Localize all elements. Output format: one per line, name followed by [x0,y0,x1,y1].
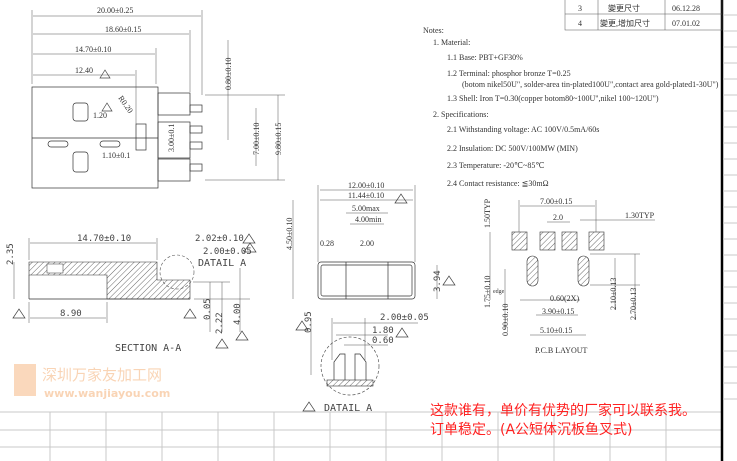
dim-label: R0.20 [116,94,134,115]
note-line: 2.1 Withstanding voltage: AC 100V/0.5mA/… [447,125,599,134]
dim-label: 7.00±0.15 [540,197,572,206]
note-line: 2.4 Contact resistance: ≦30mΩ [447,179,549,188]
notes-title: Notes: [423,26,444,35]
comment-line-2: 订单稳定。(A公短体沉板鱼叉式) [430,421,633,438]
dim-label: 0.80±0.10 [224,58,233,90]
dim-label: 1.75±0.10 [483,276,492,308]
triangle-icon [302,401,316,412]
top-view: 20.00±0.25 18.60±0.15 14.70±0.10 12.40 R… [31,6,285,189]
note-line: 1.2 Terminal: phosphor bronze T=0.25 [447,69,571,78]
pcb-title: P.C.B LAYOUT [535,346,587,355]
note-line: 2.3 Temperature: -20℃~85℃ [447,161,544,170]
triangle-icon [394,193,408,204]
pcb-layout: 7.00±0.15 2.0 1.30TYP 1.50TYP 1.75±0.10 … [483,197,655,355]
front-view: 12.00±0.10 11.44±0.10 5.00max 4.00min 0.… [285,181,443,300]
notes: Notes: 1. Material: 1.1 Base: PBT+GF30% … [423,26,719,188]
triangle-icon [395,327,409,338]
dim-label: 0.90±0.10 [501,304,510,336]
rev-no: 4 [578,19,582,28]
rev-date: 06.12.28 [672,4,700,13]
dim-label: 0.28 [320,239,334,248]
triangle-icon [183,308,197,319]
dim-label: 1.30TYP [625,211,655,220]
comment-line-1: 这款谁有，单价有优势的厂家可以联系我。 [430,402,696,419]
dim-label: edge [493,289,505,295]
note-line: 2.2 Insulation: DC 500V/100MW (MIN) [447,144,578,153]
dim-label: 4.50±0.10 [285,218,294,250]
note-line: 1.1 Base: PBT+GF30% [447,53,523,62]
dim-label: 2.70±0.13 [629,288,638,320]
triangle-icon [243,242,257,253]
rev-desc: 變更尺寸 [608,3,640,13]
dim-label: 1.80 [372,326,394,336]
triangle-icon [12,308,26,319]
note-line: (botom nikel50U", solder-area tin-plated… [462,80,719,89]
dim-label: 5.00max [352,204,380,213]
dim-label: 2.00 [360,239,374,248]
dim-label: 0.95 [304,311,314,333]
dim-label: 0.05 [203,298,213,320]
note-line: 2. Specifications: [433,110,489,119]
dim-label: 14.70±0.10 [77,234,131,244]
dim-label: 12.00±0.10 [348,181,384,190]
section-title: SECTION A-A [115,343,181,354]
triangle-icon [235,330,249,341]
dim-label: 18.60±0.15 [105,25,141,34]
dim-label: 4.00min [355,215,381,224]
dim-label: 3.90±0.15 [542,307,574,316]
dim-label: 12.40 [75,66,93,75]
revision-triangle-icons [12,69,456,412]
note-line: 1.3 Shell: Iron T=0.30(copper botom80~10… [447,94,659,103]
dim-label: 2.10±0.13 [609,278,618,310]
dim-label: 8.90 [60,309,82,319]
dim-label: 2.00±0.05 [380,313,429,323]
triangle-icon [215,338,229,349]
dim-label: 3.00±0.1 [167,124,176,152]
watermark-logo-icon [14,364,36,396]
dim-label: 4.00 [233,303,243,325]
dim-label: 1.50TYP [483,198,492,228]
dim-label: 0.60 [372,336,394,346]
watermark: 深圳万家友加工网 www.wanjiayou.com [14,364,170,400]
dim-label: 3.94 [433,270,443,292]
dim-label: 2.02±0.10 [195,234,244,244]
section-a-a: 14.70±0.10 2.02±0.10 2.00±0.05 2.35 8.90… [6,234,252,354]
rev-desc: 變更,增加尺寸 [600,18,650,28]
dim-label: 7.00±0.10 [252,123,261,155]
dim-label: 2.35 [6,243,16,265]
note-line: 1. Material: [433,38,470,47]
dim-label: 1.20 [93,111,107,120]
detail-a: 2.00±0.05 1.80 0.60 0.95 DATAIL A [304,311,429,414]
dim-label: 11.44±0.10 [348,191,384,200]
dim-label: 2.22 [215,312,225,334]
triangle-icon [99,69,111,79]
watermark-text: 深圳万家友加工网 [42,366,162,384]
dim-label: 2.0 [553,213,563,222]
detail-callout: DATAIL A [198,258,246,269]
watermark-url: www.wanjiayou.com [44,387,170,400]
dim-label: 9.80±0.15 [274,123,283,155]
detail-title: DATAIL A [324,403,372,414]
dim-label: 5.10±0.15 [540,326,572,335]
triangle-icon [101,102,113,112]
dim-label: 0.60(2X) [550,294,579,303]
triangle-icon [242,233,256,244]
dim-label: 20.00±0.25 [97,6,133,15]
dim-label: 2.00±0.05 [203,247,252,257]
revision-table: 3 變更尺寸 06.12.28 4 變更,增加尺寸 07.01.02 [564,0,723,31]
rev-no: 3 [578,4,582,13]
dim-label: 14.70±0.10 [75,45,111,54]
rev-date: 07.01.02 [672,19,700,28]
triangle-icon [295,320,309,331]
dim-label: 1.10±0.1 [102,151,130,160]
triangle-icon [442,275,456,286]
